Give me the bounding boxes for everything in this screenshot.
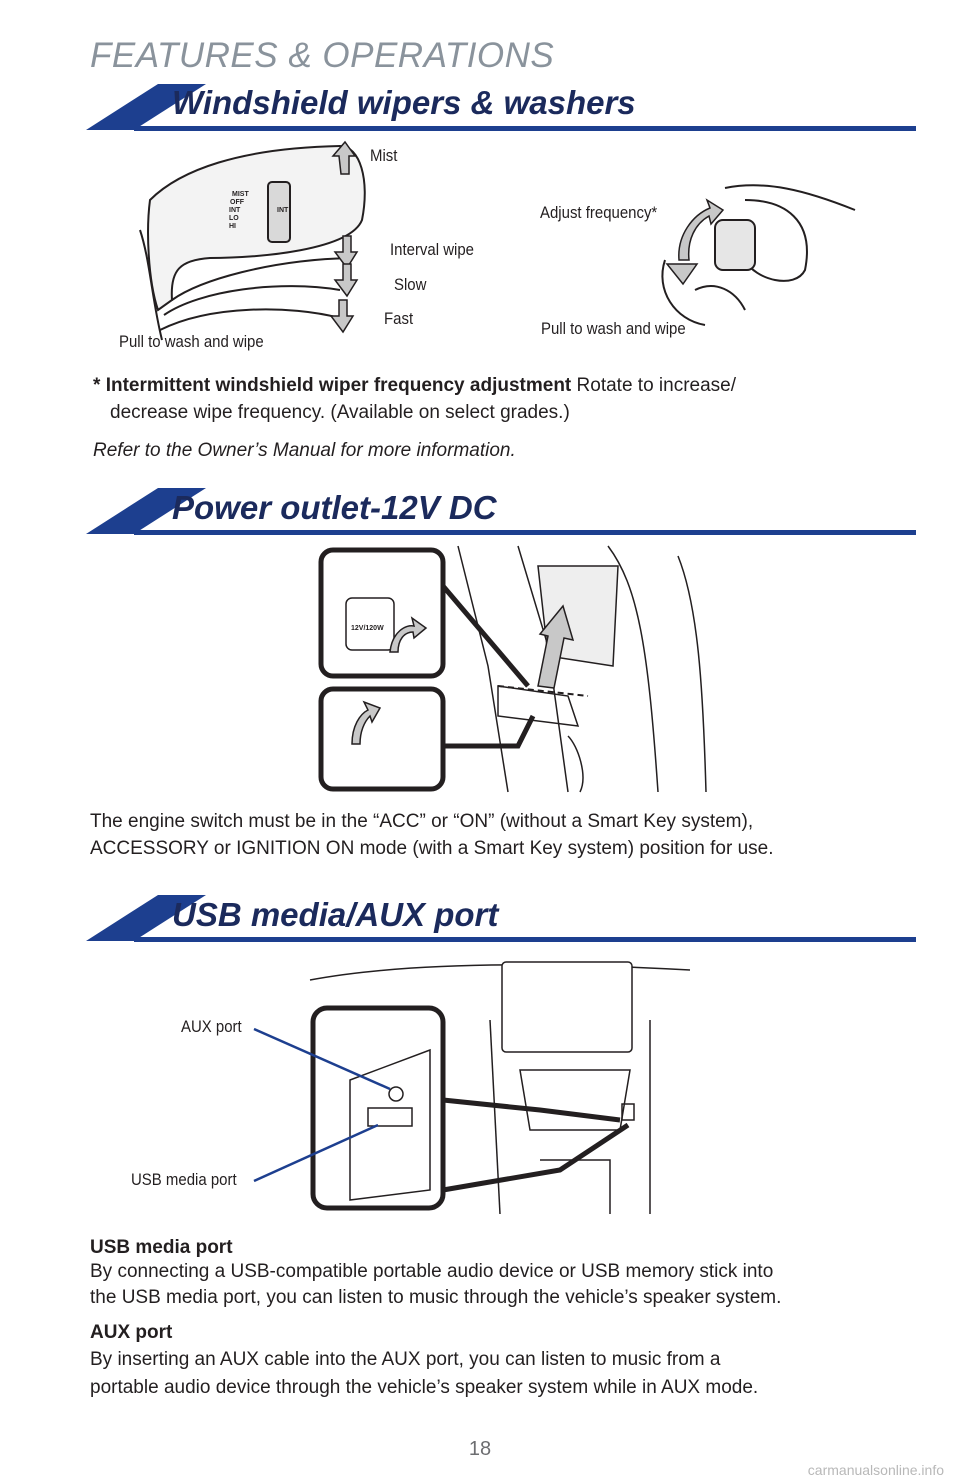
socket-label: 12V/120W <box>351 625 384 632</box>
section-title-usb: USB media/AUX port <box>172 896 499 933</box>
usb-heading: USB media port <box>90 1237 233 1258</box>
open-lid-arrow-icon <box>389 616 428 653</box>
callout-slow: Slow <box>394 275 427 294</box>
callout-pull-right: Pull to wash and wipe <box>541 319 686 338</box>
callout-interval-wipe: Interval wipe <box>390 240 474 259</box>
callout-leader-lines <box>253 1027 391 1183</box>
usb-text-line1: By connecting a USB-compatible portable … <box>90 1261 774 1282</box>
mist-arrow-icon <box>331 140 357 175</box>
note-bold: Intermittent windshield wiper frequency … <box>105 375 572 396</box>
lift-lid-arrow-icon <box>351 700 382 745</box>
callout-aux-port: AUX port <box>181 1017 242 1036</box>
section-title-power: Power outlet-12V DC <box>172 489 497 526</box>
wiper-note-line2: decrease wipe frequency. (Available on s… <box>110 402 570 423</box>
usb-aux-illustration <box>309 961 691 1215</box>
page-header: FEATURES & OPERATIONS <box>90 36 555 75</box>
callout-mist: Mist <box>370 146 398 165</box>
stalk-mark-off: OFF <box>230 199 245 206</box>
lid-open-arrow-icon <box>537 604 575 689</box>
interval-arrow-icon <box>333 235 359 270</box>
rotate-arrow-icon <box>665 198 725 286</box>
section-tab-wipers <box>86 84 916 131</box>
usb-text-line2: the USB media port, you can listen to mu… <box>90 1287 782 1308</box>
section-tab-power <box>86 488 916 535</box>
callout-pull-left: Pull to wash and wipe <box>119 332 264 351</box>
stalk-mark-int: INT <box>229 207 241 214</box>
slow-arrow-icon <box>333 263 359 298</box>
section-tab-usb <box>86 895 916 942</box>
power-description-line1: The engine switch must be in the “ACC” o… <box>90 811 754 832</box>
wiper-stalk-illustration: MIST OFF INT LO HI INT <box>139 144 366 341</box>
page-number: 18 <box>468 1438 492 1460</box>
wiper-frequency-note: * Intermittent windshield wiper frequenc… <box>93 374 893 398</box>
stalk-mark-mist: MIST <box>232 191 249 198</box>
callout-usb-media-port: USB media port <box>131 1170 237 1189</box>
stalk-mark-int-ring: INT <box>277 207 289 214</box>
watermark: carmanualsonline.info <box>807 1462 944 1478</box>
callout-fast: Fast <box>384 309 414 328</box>
frequency-knob-illustration <box>661 184 856 326</box>
stalk-mark-hi: HI <box>229 223 236 230</box>
note-star: * <box>93 375 106 396</box>
owners-manual-reference: Refer to the Owner’s Manual for more inf… <box>93 440 516 461</box>
aux-text-line1: By inserting an AUX cable into the AUX p… <box>90 1349 721 1370</box>
note-rest: Rotate to increase/ <box>571 375 737 396</box>
aux-text-line2: portable audio device through the vehicl… <box>90 1377 759 1398</box>
stalk-mark-lo: LO <box>229 215 239 222</box>
callout-adjust-frequency: Adjust frequency* <box>540 203 658 222</box>
aux-heading: AUX port <box>90 1322 173 1343</box>
wiper-direction-arrows <box>329 140 359 334</box>
power-description-line2: ACCESSORY or IGNITION ON mode (with a Sm… <box>90 838 774 859</box>
power-outlet-illustration: 12V/120W <box>318 545 707 793</box>
fast-arrow-icon <box>329 299 355 334</box>
section-title-wipers: Windshield wipers & washers <box>172 84 636 121</box>
